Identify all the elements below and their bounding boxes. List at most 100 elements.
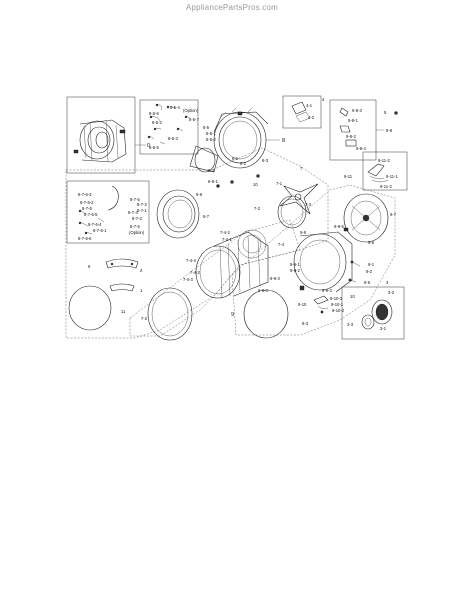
label-9-10-2: 9-10-2 [332, 308, 345, 313]
clamp-part-8-6 [189, 145, 260, 188]
label-8-7-6-2: 8-7-6-2 [80, 200, 94, 205]
box-8-7-door-gasket [66, 180, 150, 244]
label-8-7-6-6: 8-7-6-6 [78, 236, 92, 241]
label-7-4-4: 7-4-4 [186, 258, 196, 263]
door-gasket-ring [156, 189, 200, 239]
counterweight-part-2 [105, 258, 139, 269]
tub-rear-9 [293, 227, 353, 293]
label-8-7: 8-7 [203, 214, 210, 219]
bracket-part-1 [109, 283, 135, 292]
label-11: 11 [121, 309, 126, 314]
label-4-1: 4-1 [306, 103, 313, 108]
label-8-7-5: 8-7-5 [130, 197, 140, 202]
label-9-9-5: 9-9-5 [334, 224, 344, 229]
label-9-6: 9-6 [368, 240, 375, 245]
label-9-11-1: 9-11-1 [386, 174, 398, 179]
assembly-outline [65, 147, 396, 339]
label-9-11-2-b: 9-11-2 [380, 184, 392, 189]
label-10b: 10 [350, 294, 355, 299]
label-9-9-3: 9-9-3 [270, 276, 280, 281]
label-8-7-6-4: 8-7-6-4 [88, 222, 102, 227]
label-7-2-upper: 7-2 [254, 206, 261, 211]
label-9-10-1: 9-10-1 [331, 302, 344, 307]
label-8-1: 8-1 [232, 156, 239, 161]
label-option-1: (Option) [183, 108, 199, 113]
label-9-9-2: 9-9-2 [290, 268, 300, 273]
door-part-11 [68, 285, 112, 331]
label-9-8-2: 9-8-2 [346, 134, 356, 139]
label-2: 2 [140, 268, 143, 273]
label-5: 5 [384, 110, 387, 115]
label-8-6: 8-6 [196, 192, 203, 197]
label-9-9: 9-9 [300, 230, 307, 235]
label-9-9-4: 9-9-4 [258, 288, 268, 293]
box-8-5-fasteners [139, 99, 199, 155]
label-6: 6 [88, 264, 91, 269]
label-4: 4 [322, 97, 325, 102]
label-9-8: 9-8 [386, 128, 393, 133]
label-9-11: 9-11 [344, 174, 353, 179]
label-7-4: 7-4 [278, 242, 285, 247]
label-8-7-2: 8-7-2 [137, 202, 147, 207]
label-3: 3 [386, 280, 389, 285]
label-8-2: 8-2 [240, 161, 247, 166]
label-9-8-4: 9-8-4 [356, 146, 366, 151]
label-8-6-1: 8-6-1 [208, 179, 218, 184]
label-8-7-6-3: 8-7-6-3 [78, 192, 92, 197]
label-1: 1 [140, 288, 143, 293]
label-9-9-3b: 9-9-3 [322, 288, 332, 293]
label-7-4-2b: 7-4-2 [190, 270, 200, 275]
door-glass [194, 147, 216, 173]
label-4-2: 4-2 [308, 115, 315, 120]
label-8-5-3: 8-5-3 [168, 136, 178, 141]
label-9-11-2-a: 9-11-2 [378, 158, 390, 163]
label-9-3: 9-3 [302, 321, 309, 326]
label-8-7-3: 8-7-3 [132, 216, 142, 221]
label-9-9-1: 9-9-1 [290, 262, 300, 267]
box-4-hinge [282, 95, 322, 129]
label-8-7-1: 8-7-1 [137, 208, 147, 213]
watermark: AppliancePartsPros.com [186, 3, 278, 12]
label-7-3: 7-3 [305, 202, 312, 207]
label-8-5-7: 8-5-7 [189, 117, 199, 122]
label-7-4-2: 7-4-2 [220, 230, 230, 235]
label-8-7-5b: 8-7-5 [130, 224, 140, 229]
label-10: 10 [253, 182, 258, 187]
label-8-5: 8-5 [203, 125, 210, 130]
label-3-3: 3-3 [347, 322, 354, 327]
label-7-2-lower: 7-2 [141, 316, 148, 321]
label-9: 9 [231, 312, 234, 318]
label-8: 8 [282, 138, 285, 144]
label-9-8-3: 9-8-3 [352, 108, 362, 113]
label-option-2: (Option) [129, 230, 145, 235]
label-8-7-6-5: 8-7-6-5 [84, 212, 98, 217]
tub-front-part-8 [213, 107, 280, 169]
box-0-drum-assembly [66, 96, 146, 174]
label-8-5-4: 8-5-4 [170, 105, 180, 110]
label-7-4-1: 7-4-1 [222, 237, 232, 242]
heater-9-10 [313, 295, 329, 314]
label-8-5-5: 8-5-5 [149, 145, 159, 150]
label-0: 0 [147, 143, 150, 149]
screw-part-5 [394, 111, 398, 115]
label-3-1: 3-1 [380, 326, 387, 331]
label-8-5-2: 8-5-2 [152, 120, 162, 125]
label-8-5-1: 8-5-1 [206, 131, 216, 136]
label-9-8-1: 9-8-1 [348, 118, 358, 123]
label-8-7-4: 8-7-4 [128, 210, 138, 215]
drum-7-4 [195, 229, 269, 299]
rear-seal-ring [243, 289, 289, 339]
label-8-4: 8-4 [208, 168, 215, 173]
label-8-7-6-1: 8-7-6-1 [93, 228, 107, 233]
label-8-5-6: 8-5-6 [149, 111, 159, 116]
label-8-7-6: 8-7-6 [82, 206, 92, 211]
label-9-7: 9-7 [390, 212, 397, 217]
label-8-5-2b: 8-5-2 [206, 137, 216, 142]
label-7-4-3: 7-4-3 [183, 277, 193, 282]
box-9-8-sensor [329, 99, 384, 161]
label-9-1: 9-1 [368, 262, 375, 267]
label-7-1: 7-1 [276, 181, 283, 186]
label-9-10-3: 9-10-3 [330, 296, 343, 301]
label-9-10: 9-10 [298, 302, 307, 307]
